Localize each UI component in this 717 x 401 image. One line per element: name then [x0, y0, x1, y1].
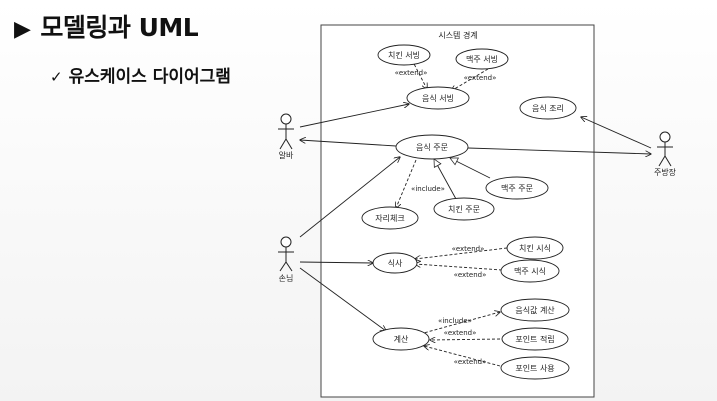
use-case-beer-drink [500, 259, 560, 283]
assoc-customer-food-order [299, 157, 400, 238]
use-case-food-order [395, 134, 469, 160]
use-case-label: 맥주 서빙 [466, 54, 498, 64]
actor-customer [278, 236, 294, 272]
slide-title-text: 모델링과 UML [40, 13, 199, 42]
include-food-price [419, 312, 500, 335]
extend-chicken-eat [415, 247, 508, 259]
use-case-cooking [519, 96, 577, 120]
use-case-label: 치킨 주문 [448, 204, 480, 214]
use-case-seat-check [361, 206, 419, 230]
use-case-label: 맥주 주문 [501, 183, 533, 193]
assoc-customer-pay [299, 267, 386, 331]
use-cases [361, 44, 577, 380]
extend-beer-drink [415, 264, 503, 271]
play-triangle-icon: ▶ [14, 17, 31, 42]
use-case-label: 음식 주문 [416, 143, 448, 152]
checkmark-icon: ✓ [50, 68, 63, 86]
assoc-food-order-kitchen [467, 147, 651, 154]
use-case-beer-serve [455, 48, 509, 70]
use-case-chicken-eat [506, 236, 564, 260]
use-case-meal [372, 252, 418, 274]
use-case-label: 자리체크 [375, 213, 404, 223]
system-boundary-label: 시스템 경계 [438, 30, 477, 40]
use-case-label: 맥주 시식 [514, 266, 546, 276]
use-case-beer-order [485, 176, 549, 200]
use-case-label: 포인트 사용 [515, 363, 554, 373]
assoc-alba-food-serve [299, 104, 409, 128]
use-case-food-price [500, 298, 570, 322]
extend-point-use [424, 346, 501, 367]
use-case-label: 치킨 서빙 [388, 50, 420, 60]
use-case-pay [372, 327, 430, 351]
extend-label: «extend» [454, 271, 487, 279]
extend-label: «extend» [444, 329, 477, 337]
use-case-label: 포인트 적립 [515, 334, 554, 344]
actor-customer-label: 손님 [279, 274, 294, 283]
actor-alba [278, 113, 294, 150]
use-case-label: 음식 조리 [532, 104, 564, 113]
use-case-label: 음식 서빙 [422, 94, 454, 103]
extend-chicken-serve [411, 59, 427, 89]
assoc-food-order-alba [300, 140, 397, 147]
assoc-customer-meal [299, 262, 373, 263]
use-case-label: 계산 [394, 334, 409, 344]
include-label: «include» [411, 185, 445, 193]
use-case-label: 치킨 시식 [519, 243, 551, 253]
assoc-kitchen-cooking [581, 117, 652, 149]
extend-beer-serve [451, 68, 489, 91]
extend-label: «extend» [464, 74, 497, 82]
extend-label: «extend» [452, 245, 485, 253]
use-case-label: 식사 [388, 259, 403, 268]
use-case-food-serve [406, 86, 470, 110]
actor-kitchen [657, 131, 673, 167]
actor-kitchen-label: 주방장 [654, 167, 677, 177]
include-label: «include» [438, 317, 472, 325]
use-case-chicken-serve [377, 44, 431, 66]
use-case-label: 음식값 계산 [515, 305, 555, 315]
use-case-chicken-order [433, 197, 495, 221]
bullet-text: 유스케이스 다이어그램 [68, 67, 231, 87]
slide-title: ▶ 모델링과 UML [14, 8, 199, 44]
include-seat-check [396, 159, 417, 208]
actor-alba-label: 알바 [279, 150, 294, 160]
generalization-chicken-order [434, 159, 457, 200]
generalization-beer-order [450, 157, 491, 179]
extend-point-earn [430, 339, 501, 340]
extend-label: «extend» [454, 358, 487, 366]
use-case-point-use [500, 356, 570, 380]
bullet-item: ✓ 유스케이스 다이어그램 [50, 62, 231, 87]
extend-label: «extend» [395, 69, 428, 77]
use-case-point-earn [501, 327, 569, 351]
